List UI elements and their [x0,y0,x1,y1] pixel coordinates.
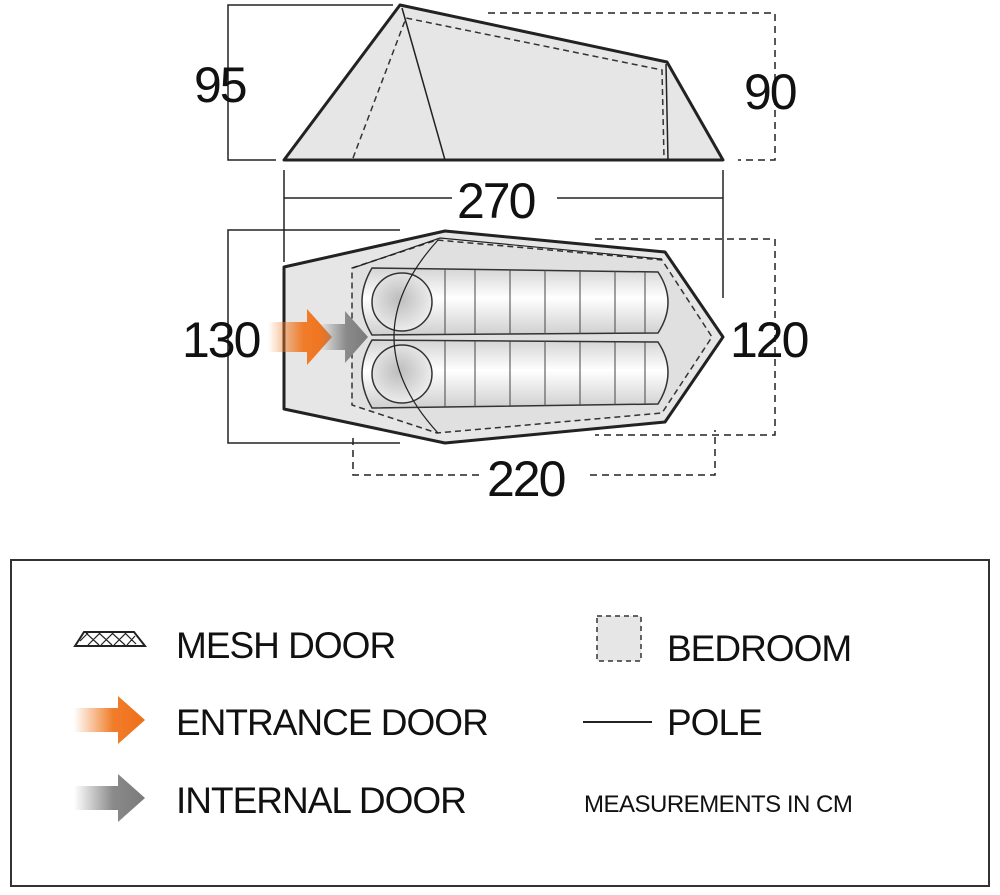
entrance-door-label: ENTRANCE DOOR [176,702,488,743]
peak-height-label: 95 [194,57,246,113]
entrance-arrow-icon [268,309,332,365]
pillow-bottom [371,344,433,404]
top-view: 130 120 220 [182,229,810,507]
pillow-top [371,272,433,332]
measurements-note: MEASUREMENTS IN CM [584,791,852,818]
internal-door-legend-icon [74,774,145,822]
bedroom-icon [596,615,642,662]
side-view: 95 90 [194,3,798,162]
overall-length-label: 270 [457,173,535,229]
front-width-dimension-line [227,229,400,444]
rear-height-dimension-line [488,12,776,161]
bedroom-length-label: 220 [487,451,565,507]
rear-height-label: 90 [744,64,796,120]
side-view-tent-body [282,3,725,162]
rear-width-label: 120 [730,312,808,368]
side-view-bedroom-outline [352,17,665,159]
front-pole [401,7,446,161]
mesh-door-icon [73,631,148,647]
bedroom-length-dimension-line-right [590,430,716,476]
peak-height-dimension-line [227,4,393,161]
door-pole-curve [393,239,439,434]
legend-box [10,559,990,887]
pole-label: POLE [667,702,762,743]
rear-pole [665,63,669,161]
mesh-door-label: MESH DOOR [176,625,395,666]
internal-door-label: INTERNAL DOOR [176,780,466,821]
sleeping-bag-top [361,267,669,336]
legend: MESH DOOR ENTRANCE DOOR INTERNAL DOOR BE… [10,559,990,887]
bedroom-label: BEDROOM [667,628,851,669]
bedroom-length-dimension-line [352,438,480,476]
front-width-label: 130 [182,312,260,368]
sleeping-bag-bottom [361,339,669,409]
overall-length-dimension: 270 [283,170,724,298]
entrance-door-legend-icon [74,696,145,744]
rear-width-dimension-line [595,238,776,436]
top-view-pole-line-top [352,237,663,269]
internal-door-arrow-icon [320,311,368,363]
